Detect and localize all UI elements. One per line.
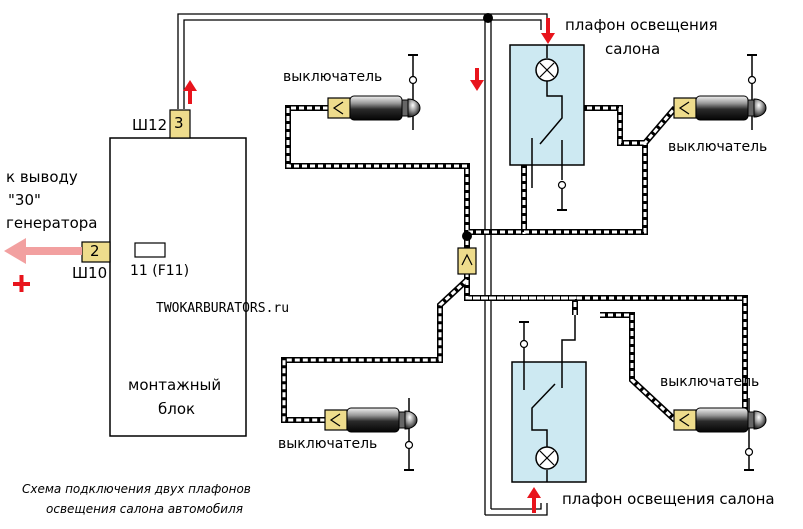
connector-sh12 [169, 109, 191, 139]
lamp-bottom [511, 315, 587, 483]
switch-top-right [673, 54, 767, 130]
switch-top-left-label: выключатель [283, 69, 383, 85]
center-connector [457, 247, 477, 275]
switch-bottom-right [673, 398, 767, 471]
current-arrow-up-icon [183, 80, 197, 104]
mounting-block-label-line1: монтажный [128, 376, 222, 394]
lamp-top [509, 44, 585, 211]
lamp-top-label-line2: салона [605, 40, 661, 58]
switch-wires [281, 105, 748, 423]
mounting-block [109, 137, 247, 437]
connector-sh10-pin: 2 [90, 242, 100, 260]
generator-note-line1: к выводу [6, 168, 78, 186]
connector-sh12-pin: 3 [174, 114, 184, 132]
switch-top-right-label: выключатель [668, 139, 768, 155]
current-arrow-down-lamp-icon [541, 18, 555, 44]
caption-line2: освещения салона автомобиля [46, 502, 243, 516]
switch-top-left [327, 54, 421, 130]
switch-bottom-left [324, 398, 418, 471]
fuse-f11 [134, 242, 166, 258]
current-arrow-up-lamp-icon [527, 487, 541, 513]
junction-top [483, 13, 493, 23]
connector-sh12-name: Ш12 [132, 116, 168, 134]
fuse-label: 11 (F11) [130, 263, 190, 279]
connector-sh10-name: Ш10 [72, 264, 108, 282]
plus-sign-icon [13, 275, 30, 292]
switch-bottom-right-label: выключатель [660, 374, 760, 390]
generator-note-line3: генератора [6, 214, 98, 232]
switch-bottom-left-label: выключатель [278, 436, 378, 452]
caption-line1: Схема подключения двух плафонов [22, 482, 251, 496]
mounting-block-label-line2: блок [158, 400, 196, 418]
generator-note-line2: "30" [8, 191, 41, 209]
generator-arrow [4, 238, 82, 264]
lamp-bottom-label: плафон освещения салона [562, 490, 775, 508]
watermark: TWOKARBURATORS.ru [156, 301, 290, 316]
junction-center [462, 231, 472, 241]
lamp-top-label-line1: плафон освещения [565, 16, 718, 34]
current-arrow-down-icon [470, 68, 484, 91]
